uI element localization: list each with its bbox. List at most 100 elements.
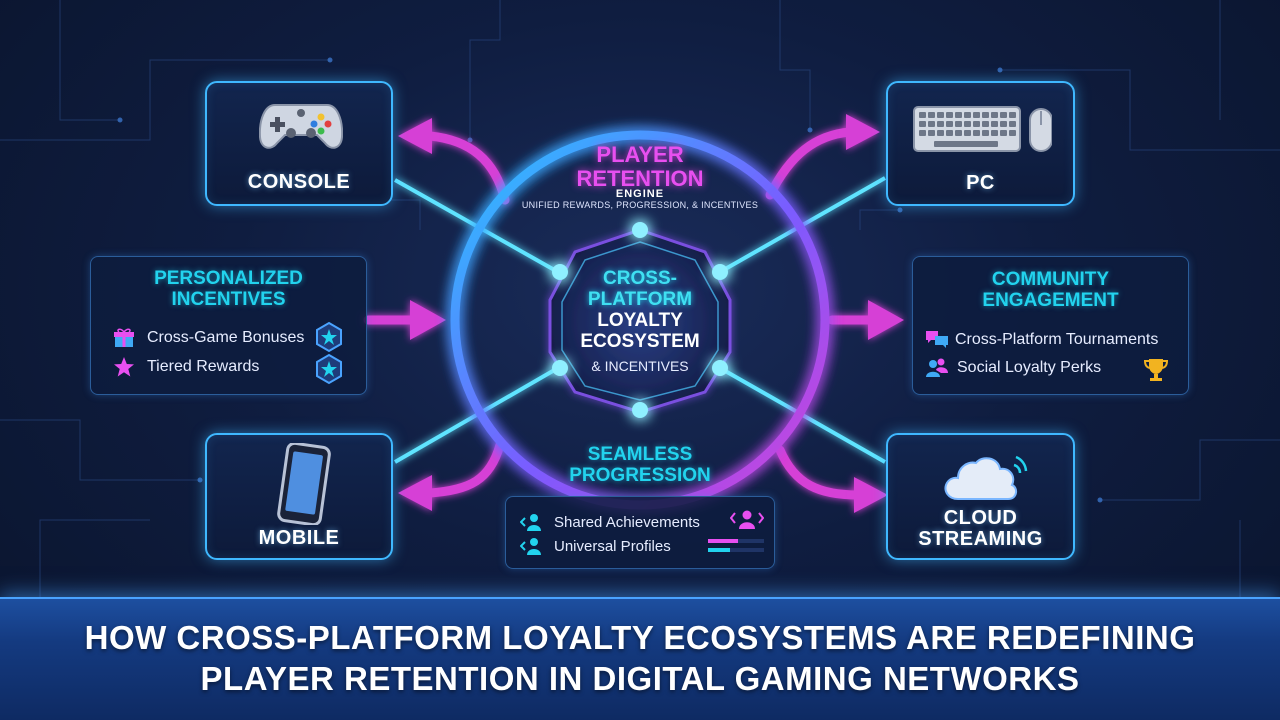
progress-bars-icon — [708, 539, 764, 552]
keyboard-key — [973, 121, 980, 127]
core-line3: LOYALTY — [597, 310, 683, 331]
keyboard-key — [946, 121, 953, 127]
console-label: CONSOLE — [247, 171, 351, 193]
keyboard-key — [1009, 112, 1016, 118]
keyboard-key — [937, 130, 944, 136]
keyboard-key — [946, 130, 953, 136]
chat-bubbles-icon — [926, 331, 948, 348]
pc-node[interactable]: PC — [886, 81, 1075, 206]
mobile-node[interactable]: MOBILE — [205, 433, 393, 560]
magenta-arrows — [363, 127, 875, 500]
keyboard-key — [1009, 130, 1016, 136]
footer-title-line1: HOW CROSS-PLATFORM LOYALTY ECOSYSTEMS AR… — [84, 619, 1196, 656]
people-sync-icon — [520, 514, 541, 531]
list-item-label: Tiered Rewards — [147, 358, 260, 375]
keyboard-key — [937, 112, 944, 118]
arrowhead-mobile — [398, 475, 432, 511]
star-badge-icon — [316, 321, 342, 353]
progression-title-line1: SEAMLESS — [587, 444, 693, 465]
community-title-line2: ENGAGEMENT — [982, 290, 1119, 311]
list-item: Universal Profiles — [520, 536, 671, 556]
core-line2: PLATFORM — [587, 289, 693, 310]
keyboard-key — [991, 130, 998, 136]
keyboard-key — [991, 121, 998, 127]
gift-icon — [114, 328, 134, 347]
personalized-title-line2: INCENTIVES — [171, 289, 286, 310]
keyboard-key — [991, 112, 998, 118]
seamless-progression-panel[interactable]: Shared Achievements Universal Profiles — [505, 496, 775, 569]
keyboard-key — [1000, 121, 1007, 127]
keyboard-key — [973, 130, 980, 136]
gamepad-icon — [259, 104, 343, 149]
cloud-label-line2: STREAMING — [918, 528, 1043, 550]
node-points — [552, 222, 728, 418]
arrowhead-pc — [846, 114, 880, 150]
people-icon — [926, 358, 948, 377]
community-engagement-panel[interactable]: COMMUNITY ENGAGEMENT Cross-Platform Tour… — [912, 256, 1189, 395]
list-item: Shared Achievements — [520, 512, 700, 532]
personalized-incentives-panel[interactable]: PERSONALIZED INCENTIVES Cross-Game Bonus… — [90, 256, 367, 395]
keyboard-key — [928, 130, 935, 136]
arrowhead-cloud — [854, 477, 888, 513]
core-line4: ECOSYSTEM — [580, 331, 700, 352]
keyboard-key — [982, 130, 989, 136]
diagram-background — [0, 0, 1280, 600]
list-item-label: Social Loyalty Perks — [957, 359, 1102, 376]
keyboard-key — [964, 121, 971, 127]
keyboard-key — [919, 130, 926, 136]
core-line1: CROSS- — [603, 268, 677, 289]
footer-banner: HOW CROSS-PLATFORM LOYALTY ECOSYSTEMS AR… — [0, 597, 1280, 720]
console-node[interactable]: CONSOLE — [205, 81, 393, 206]
list-item: Cross-Platform Tournaments — [925, 329, 1158, 351]
keyboard-key — [955, 121, 962, 127]
keyboard-key — [982, 112, 989, 118]
keyboard-key — [1009, 121, 1016, 127]
arrowhead-community — [868, 300, 904, 340]
keyboard-key — [928, 121, 935, 127]
keyboard-key — [955, 130, 962, 136]
keyboard-key — [964, 130, 971, 136]
core-line5: & INCENTIVES — [591, 358, 689, 374]
pc-label: PC — [966, 172, 995, 194]
cloud-label-line1: CLOUD — [943, 507, 1018, 529]
keyboard-key — [1000, 130, 1007, 136]
keyboard-key — [919, 112, 926, 118]
keyboard-key — [937, 121, 944, 127]
list-item-label: Cross-Game Bonuses — [147, 329, 305, 346]
hub-title-line1: PLAYER — [596, 142, 684, 167]
community-title-line1: COMMUNITY — [991, 269, 1110, 290]
list-item-label: Cross-Platform Tournaments — [955, 331, 1159, 348]
circuit-lines — [0, 0, 1280, 600]
keyboard-mouse-icon — [913, 106, 1052, 152]
footer-title-line2: PLAYER RETENTION IN DIGITAL GAMING NETWO… — [200, 660, 1080, 697]
people-sync-icon — [520, 538, 541, 555]
list-item-label: Universal Profiles — [554, 537, 671, 555]
cloud-wifi-icon — [944, 455, 1028, 500]
hub-subtitle: UNIFIED REWARDS, PROGRESSION, & INCENTIV… — [521, 200, 759, 210]
keyboard-key — [982, 121, 989, 127]
mobile-label: MOBILE — [258, 527, 340, 549]
list-item: Tiered Rewards — [113, 356, 259, 378]
hub-title-line3: ENGINE — [615, 188, 665, 200]
arrowhead-console — [398, 118, 432, 154]
keyboard-key — [1000, 112, 1007, 118]
star-icon — [114, 357, 134, 377]
keyboard-key — [919, 121, 926, 127]
keyboard-key — [928, 112, 935, 118]
list-item: Cross-Game Bonuses — [113, 327, 304, 349]
keyboard-key — [964, 112, 971, 118]
keyboard-key — [955, 112, 962, 118]
list-item: Social Loyalty Perks — [925, 357, 1101, 379]
network-people-icon — [730, 510, 764, 529]
arrowhead-personalized — [410, 300, 446, 340]
keyboard-key — [946, 112, 953, 118]
list-item-label: Shared Achievements — [554, 513, 700, 531]
star-badge-icon — [316, 353, 342, 385]
trophy-icon — [1143, 359, 1169, 381]
cloud-streaming-node[interactable]: CLOUD STREAMING — [886, 433, 1075, 560]
progression-title-line2: PROGRESSION — [569, 465, 711, 486]
personalized-title-line1: PERSONALIZED — [154, 268, 303, 289]
keyboard-key — [973, 112, 980, 118]
hub-title-line2: RETENTION — [576, 166, 704, 191]
